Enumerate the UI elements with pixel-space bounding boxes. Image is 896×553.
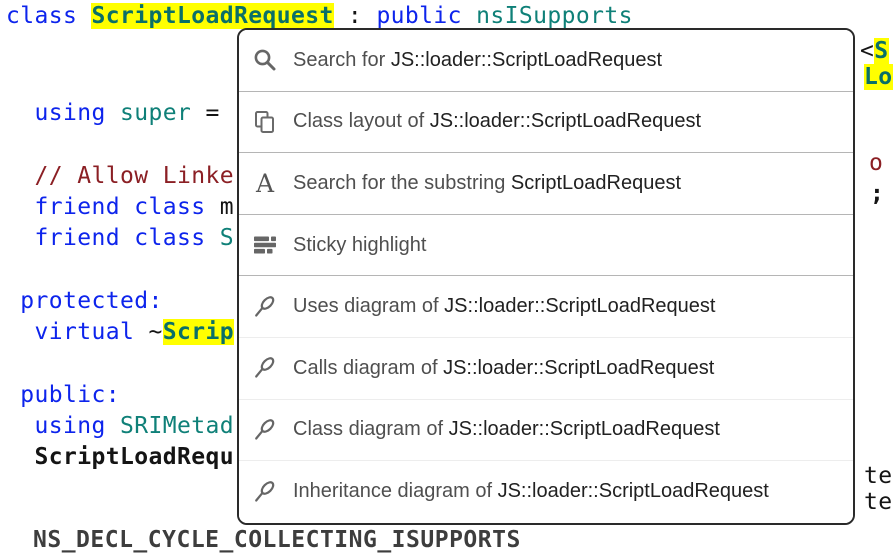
menu-item-sticky-highlight[interactable]: Sticky highlight [239,214,853,277]
menu-item-prefix: Class layout of [293,110,430,133]
code-text: virtual [34,319,149,345]
code-text: protected: [20,288,163,314]
code-symbol[interactable]: super [119,100,192,126]
code-text: // Allow Linke [34,163,234,189]
menu-item-class-diagram[interactable]: Class diagram of JS::loader::ScriptLoadR… [239,399,853,462]
diagram-link-icon [252,355,278,381]
code-line: ScriptLoadRequ [6,444,234,470]
code-line: friend class m [6,194,234,220]
menu-item-label: Inheritance diagram of JS::loader::Scrip… [293,480,769,503]
class-layout-icon [252,109,278,135]
menu-item-symbol: JS::loader::ScriptLoadRequest [390,48,663,71]
menu-item-symbol: JS::loader::ScriptLoadRequest [497,480,769,503]
code-line: protected: [6,288,163,314]
code-fragment: te [864,463,893,489]
code-text [6,382,20,408]
code-line: using super = [6,100,234,126]
code-text: NS_DECL_CYCLE_COLLECTING_ISUPPORTS [33,527,521,553]
search-icon [252,47,278,73]
code-line: class ScriptLoadRequest : public nsISupp… [6,3,633,29]
code-text [6,288,20,314]
code-text [6,444,35,470]
menu-item-search-symbol[interactable]: Search for JS::loader::ScriptLoadRequest [239,30,853,92]
substring-a-icon: A [255,168,275,198]
menu-item-calls-diagram[interactable]: Calls diagram of JS::loader::ScriptLoadR… [239,337,853,400]
code-text: te [864,489,893,515]
code-fragment: o [869,150,883,176]
code-text: ; [870,181,885,207]
diagram-link-icon [252,417,278,443]
code-fragment: ; [870,181,884,207]
menu-item-label: Search for the substring ScriptLoadReque… [293,172,681,195]
code-text: friend class [34,194,220,220]
code-text [6,225,35,251]
menu-item-label: Class diagram of JS::loader::ScriptLoadR… [293,418,720,441]
code-line: friend class S [6,225,234,251]
code-text: friend class [34,225,220,251]
menu-item-search-substring[interactable]: A Search for the substring ScriptLoadRequ… [239,153,853,215]
menu-item-prefix: Search for the substring [293,171,511,194]
context-menu: Search for JS::loader::ScriptLoadRequest… [237,28,855,525]
diagram-link-icon [252,294,278,320]
code-fragment: <S [860,38,889,64]
code-line: public: [6,382,120,408]
menu-item-symbol: JS::loader::ScriptLoadRequest [444,295,716,318]
code-line: NS_DECL_CYCLE_COLLECTING_ISUPPORTS [33,527,521,553]
code-text [6,413,35,439]
code-symbol[interactable]: Lo [864,64,893,90]
code-text [6,100,35,126]
code-fragment: Lo [864,64,893,90]
menu-item-label: Sticky highlight [293,234,426,257]
code-text: m [219,194,234,220]
menu-item-label: Search for JS::loader::ScriptLoadRequest [293,49,662,72]
menu-item-prefix: Calls diagram of [293,356,444,379]
code-line: // Allow Linke [6,163,234,189]
menu-item-uses-diagram[interactable]: Uses diagram of JS::loader::ScriptLoadRe… [239,276,853,338]
diagram-link-icon [252,479,278,505]
menu-item-symbol: JS::loader::ScriptLoadRequest [448,418,720,441]
code-fragment: te [864,489,893,515]
code-text: public [376,3,477,29]
code-symbol[interactable]: S [874,38,889,64]
menu-item-symbol: ScriptLoadRequest [510,171,681,194]
code-symbol[interactable]: ScriptLoadRequest [91,3,334,29]
code-text: using [34,100,120,126]
code-text: ~ [148,319,163,345]
code-text [6,163,35,189]
menu-item-prefix: Uses diagram of [293,295,445,318]
code-text [6,319,35,345]
code-symbol[interactable]: SRIMetad [119,413,234,439]
menu-item-prefix: Class diagram of [293,418,449,441]
code-line: virtual ~Scrip [6,319,234,345]
menu-item-symbol: JS::loader::ScriptLoadRequest [443,356,715,379]
code-text: class [6,3,92,29]
menu-item-class-layout[interactable]: Class layout of JS::loader::ScriptLoadRe… [239,91,853,154]
code-line: using SRIMetad [6,413,234,439]
code-text: : [333,3,377,29]
code-symbol[interactable]: S [219,225,234,251]
menu-item-label: Calls diagram of JS::loader::ScriptLoadR… [293,357,714,380]
code-text: < [860,38,875,64]
menu-item-prefix: Sticky highlight [293,233,427,256]
menu-item-prefix: Inheritance diagram of [293,480,498,503]
code-symbol[interactable]: Scrip [162,319,234,345]
code-text: = [191,100,234,126]
menu-item-inheritance-diagram[interactable]: Inheritance diagram of JS::loader::Scrip… [239,461,853,523]
code-text [6,194,35,220]
menu-item-prefix: Search for [293,48,391,71]
code-text: o [869,150,884,176]
menu-item-label: Uses diagram of JS::loader::ScriptLoadRe… [293,295,715,318]
code-symbol[interactable]: nsISupports [476,3,633,29]
code-text: using [34,413,120,439]
code-text: public: [20,382,120,408]
code-text: ScriptLoadRequ [34,444,234,470]
code-text: te [864,463,893,489]
menu-item-label: Class layout of JS::loader::ScriptLoadRe… [293,110,701,133]
sticky-highlight-icon [252,232,278,258]
menu-item-symbol: JS::loader::ScriptLoadRequest [429,110,702,133]
